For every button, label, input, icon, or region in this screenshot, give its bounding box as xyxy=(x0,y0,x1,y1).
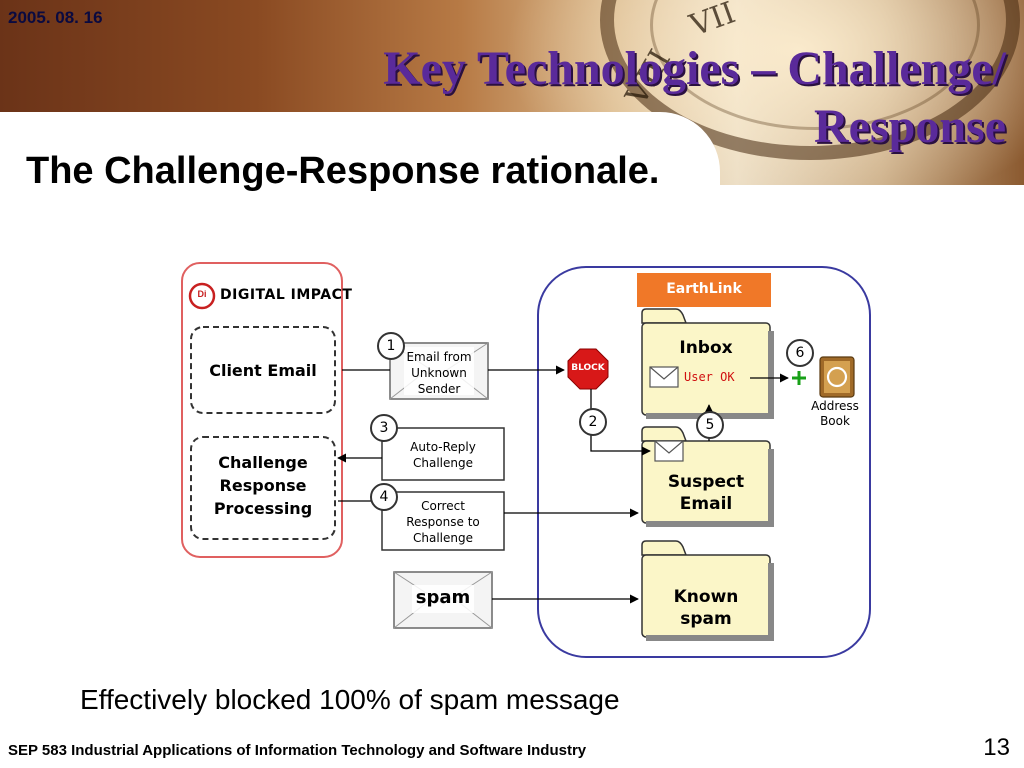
plus-icon xyxy=(792,371,806,385)
suspect-label-line-1: Suspect xyxy=(667,472,745,492)
digital-impact-logo-icon xyxy=(188,282,216,310)
earthlink-logo xyxy=(637,273,771,307)
step-6-badge: 6 xyxy=(786,339,814,367)
known-spam-label-line-1: Known xyxy=(673,587,739,607)
challenge-response-diagram: Di DIGITAL IMPACT Client Email Challenge… xyxy=(176,255,876,665)
correct-response-line-3: Challenge xyxy=(413,531,473,545)
auto-reply-line-2: Challenge xyxy=(413,456,473,470)
challenge-processing-box xyxy=(190,436,336,540)
step-2-badge: 2 xyxy=(579,408,607,436)
user-ok-label: User OK xyxy=(684,370,735,384)
inbox-label: Inbox xyxy=(679,338,733,358)
banner-sweep xyxy=(0,112,720,185)
challenge-label-line-2: Response xyxy=(219,476,307,495)
spam-label: spam xyxy=(415,587,471,608)
client-email-label: Client Email xyxy=(209,361,317,380)
step-4-badge: 4 xyxy=(370,483,398,511)
slide-subtitle: The Challenge-Response rationale. xyxy=(26,150,660,192)
suspect-label-line-2: Email xyxy=(679,494,733,514)
title-line-2: Response xyxy=(813,100,1006,153)
address-book-icon xyxy=(819,356,855,398)
correct-response-line-1: Correct xyxy=(421,499,465,513)
unknown-sender-line-2: Unknown xyxy=(411,366,467,380)
suspect-envelope-icon xyxy=(654,440,684,462)
block-stop-sign-icon xyxy=(567,348,609,390)
inbox-folder xyxy=(641,308,774,419)
address-book-label-line-1: Address xyxy=(811,399,859,413)
challenge-label-line-3: Processing xyxy=(213,499,313,518)
header-banner: VII VIII xyxy=(0,0,1024,185)
step-5-badge: 5 xyxy=(696,411,724,439)
correct-response-box xyxy=(381,491,505,551)
title-line-1: Key Technologies – Challenge/ xyxy=(383,42,1006,95)
spam-envelope xyxy=(393,571,493,629)
challenge-label-line-1: Challenge xyxy=(218,453,308,472)
auto-reply-line-1: Auto-Reply xyxy=(410,440,476,454)
unknown-sender-line-3: Sender xyxy=(417,382,461,396)
earthlink-logo-text: EarthLink xyxy=(666,281,742,297)
step-3-badge: 3 xyxy=(370,414,398,442)
course-footer: SEP 583 Industrial Applications of Infor… xyxy=(8,742,587,759)
address-book-label-line-2: Book xyxy=(820,414,850,428)
unknown-sender-line-1: Email from xyxy=(406,350,472,364)
result-note: Effectively blocked 100% of spam message xyxy=(80,684,620,715)
auto-reply-box xyxy=(381,427,505,481)
digital-impact-logo-mark: Di xyxy=(197,289,207,299)
correct-response-line-2: Response to xyxy=(406,515,480,529)
client-email-box xyxy=(190,326,336,414)
known-spam-folder xyxy=(641,540,774,641)
known-spam-label-line-2: spam xyxy=(680,609,732,629)
slide-title: Key Technologies – Challenge/ Response xyxy=(106,40,1006,156)
step-1-badge: 1 xyxy=(377,332,405,360)
slide-date: 2005. 08. 16 xyxy=(8,8,103,27)
block-label: BLOCK xyxy=(571,363,605,373)
page-number: 13 xyxy=(983,734,1010,761)
diagram-graphics xyxy=(181,262,871,658)
inbox-envelope-icon xyxy=(649,366,679,388)
unknown-sender-envelope xyxy=(389,342,489,400)
digital-impact-logo-text: DIGITAL IMPACT xyxy=(220,287,353,303)
